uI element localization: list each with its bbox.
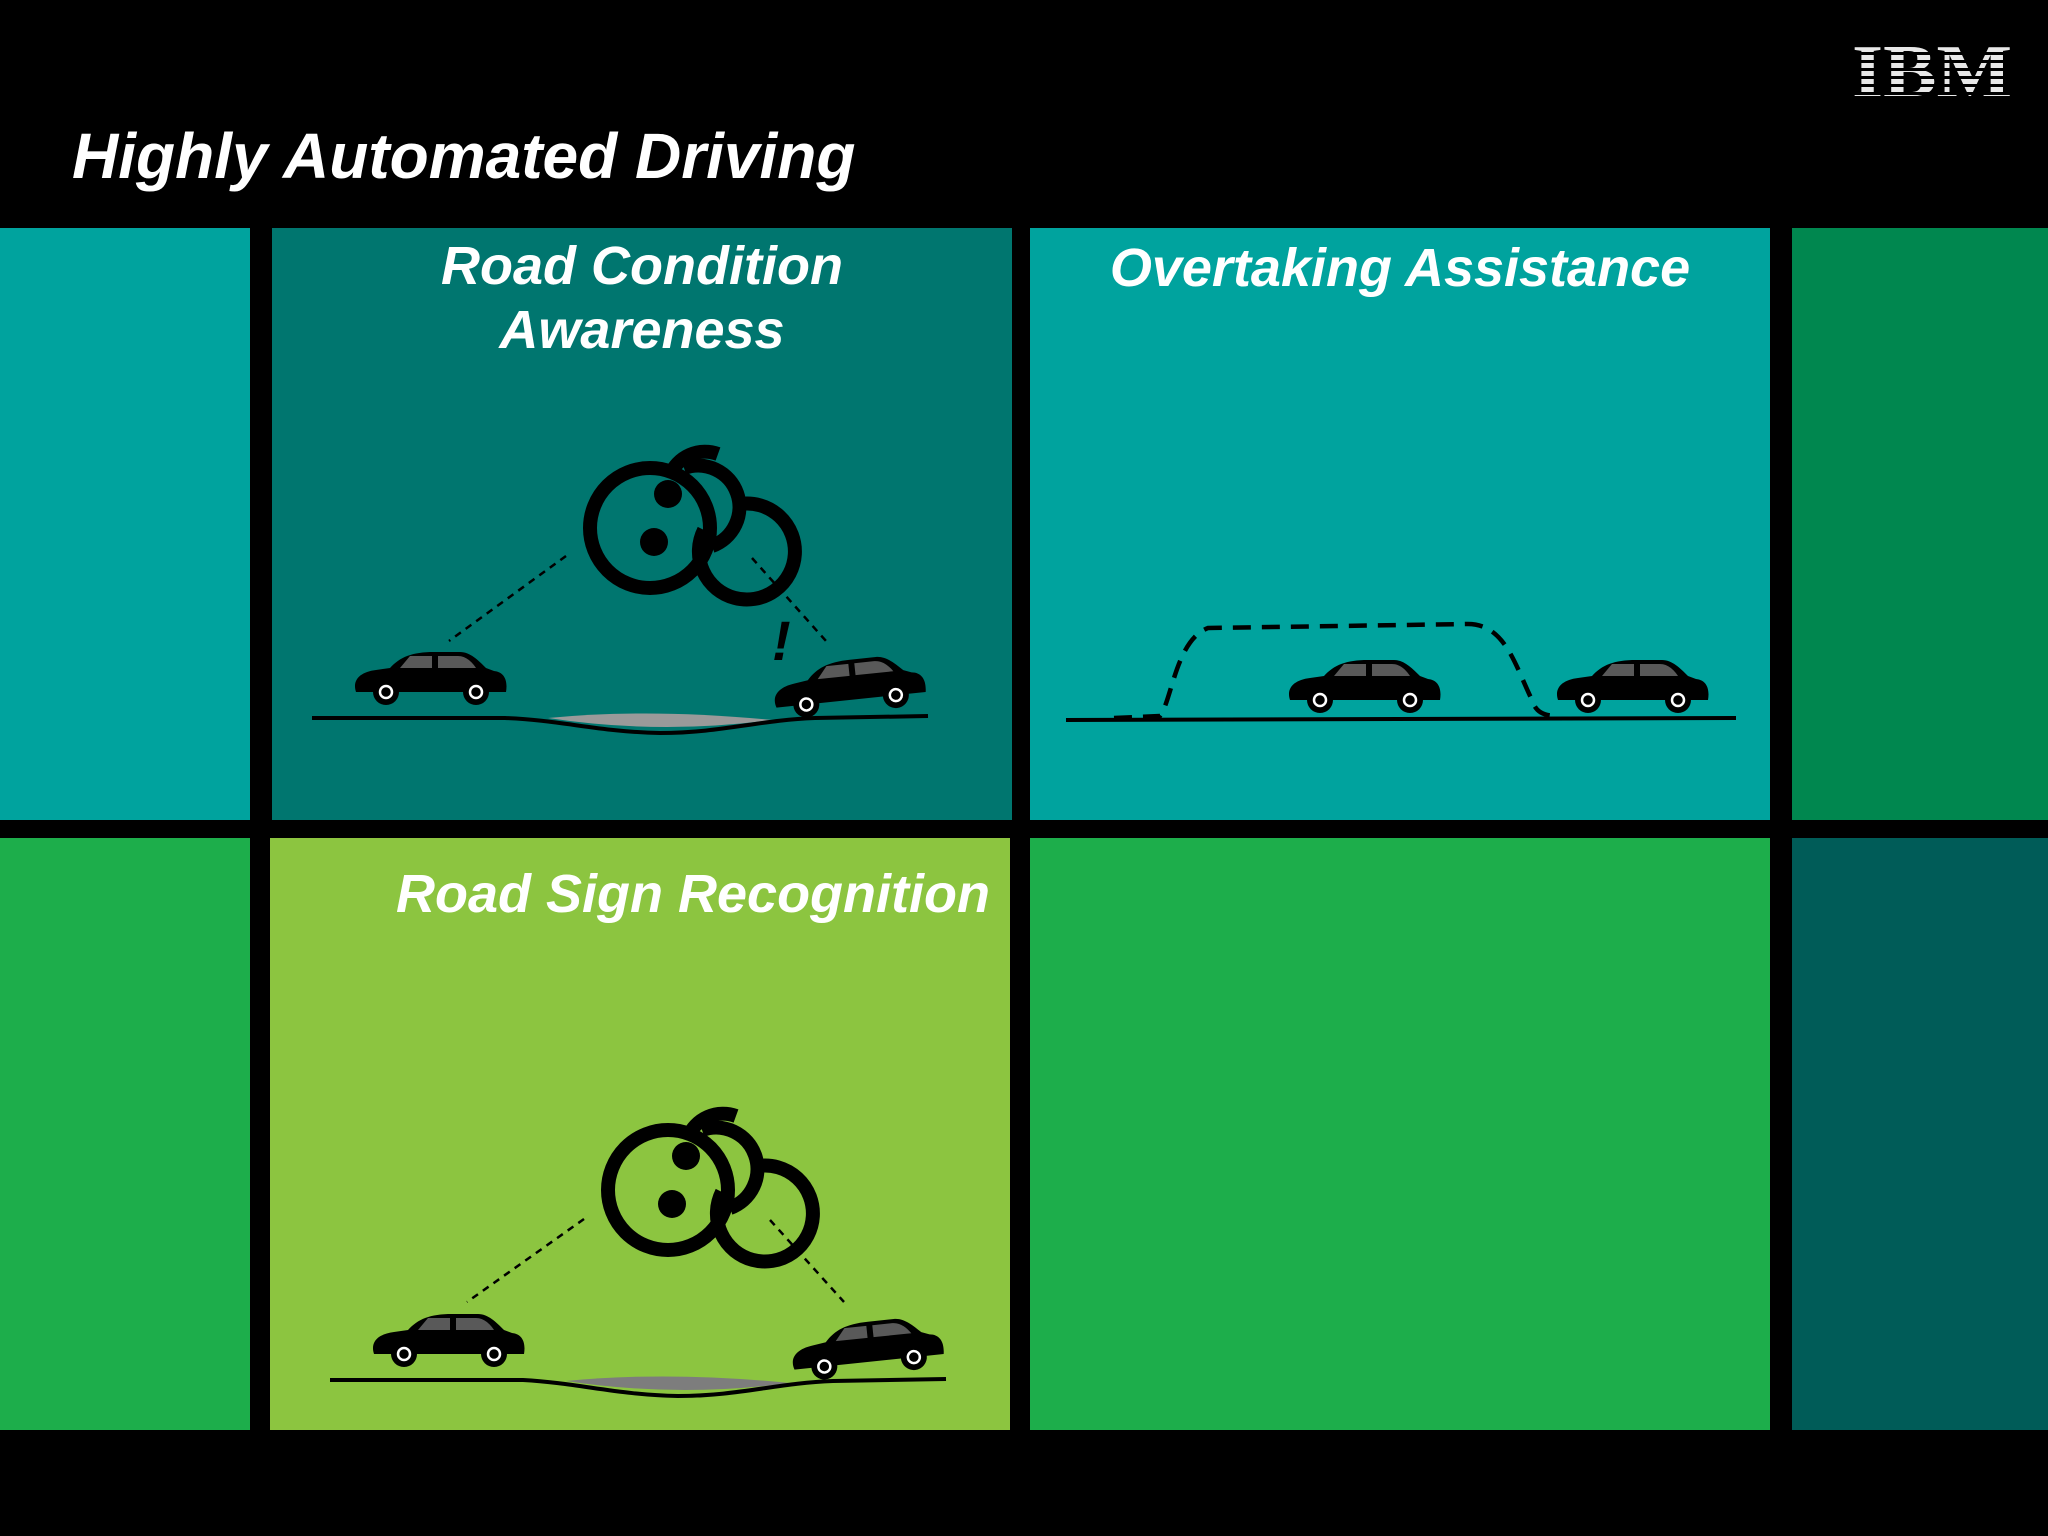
road-sign-heading: Road Sign Recognition xyxy=(270,0,1010,924)
road-condition-title-line2: Awareness xyxy=(499,300,785,360)
overtaking-path-icon xyxy=(1113,621,1561,721)
connection-line xyxy=(751,557,827,642)
car-icon xyxy=(788,1312,947,1384)
tile-center-bottom xyxy=(1030,838,1770,1430)
puddle-icon xyxy=(566,1376,790,1391)
car-icon xyxy=(371,1312,526,1369)
warning-mark: ! xyxy=(772,609,791,672)
connection-line xyxy=(448,554,567,643)
tile-right-top xyxy=(1792,228,2048,820)
road-icon xyxy=(1065,716,1737,722)
road-sign-title: Road Sign Recognition xyxy=(396,864,990,924)
road-icon xyxy=(330,1377,947,1399)
overtaking-heading: Overtaking Assistance xyxy=(1030,0,1770,298)
tile-right-bottom xyxy=(1792,838,2048,1430)
puddle-icon xyxy=(548,713,772,728)
road-condition-title: Road Condition Awareness xyxy=(272,234,1012,362)
road-condition-title-line1: Road Condition xyxy=(441,236,843,296)
cloud-network-icon xyxy=(608,1114,813,1262)
ibm-logo-text: IBM xyxy=(1852,38,2012,102)
ibm-logo-icon: IBM xyxy=(1852,38,2012,102)
connection-line xyxy=(466,1217,585,1304)
connection-line xyxy=(769,1219,845,1303)
overtaking-title: Overtaking Assistance xyxy=(1109,238,1691,298)
tile-left-top xyxy=(0,228,250,820)
slide-title: Highly Automated Driving xyxy=(72,120,856,192)
road-icon xyxy=(312,714,929,736)
tile-left-bottom xyxy=(0,838,250,1430)
road-condition-heading: Road Condition Awareness xyxy=(272,0,1012,360)
